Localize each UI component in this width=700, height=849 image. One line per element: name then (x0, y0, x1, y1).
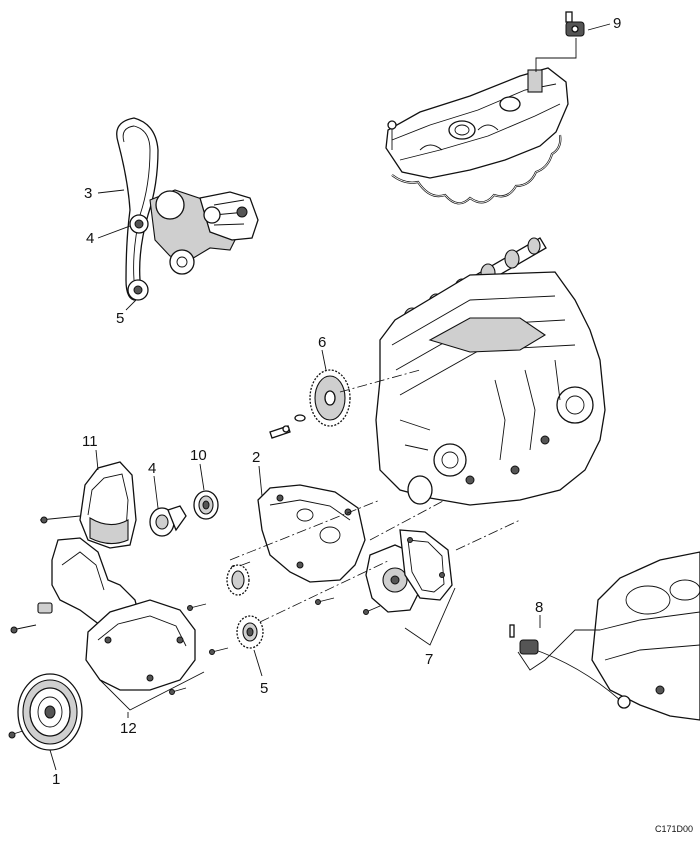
crank-sprocket-part-5 (236, 615, 264, 649)
figure-code: C171D00 (655, 824, 693, 834)
crankshaft-gear (226, 564, 250, 596)
callout-5-lower: 5 (260, 680, 268, 697)
camshaft-gear-part-6 (269, 369, 351, 439)
callout-1: 1 (52, 771, 60, 788)
inner-timing-cover-part-2 (229, 484, 381, 583)
leader-lines (49, 189, 327, 771)
callout-12: 12 (120, 720, 137, 737)
idler-pulley-part-10 (193, 490, 219, 520)
callout-10: 10 (190, 447, 207, 464)
callout-4-upper: 4 (86, 230, 94, 247)
callout-4-lower: 4 (148, 460, 156, 477)
lower-timing-cover-part-12 (37, 537, 205, 711)
upper-timing-cover-part-11 (39, 461, 137, 549)
callout-7: 7 (425, 651, 433, 668)
callout-labels: 1 2 3 4 4 5 5 6 7 8 9 10 11 12 C171D00 (52, 15, 693, 834)
sensor-part-9 (535, 11, 611, 72)
tensioner-part-4 (149, 505, 187, 537)
water-pump-part-7 (365, 529, 456, 646)
callout-9: 9 (613, 15, 621, 32)
timing-belt-assembly (116, 117, 259, 301)
callout-3: 3 (84, 185, 92, 202)
callout-2: 2 (252, 449, 260, 466)
callout-5-upper: 5 (116, 310, 124, 327)
callout-11: 11 (82, 433, 98, 450)
engine-block (375, 271, 606, 506)
alignment-lines (259, 369, 521, 623)
callout-8: 8 (535, 599, 543, 616)
sensor-part-8 (509, 615, 631, 709)
crankshaft-pulley-part-1 (17, 673, 83, 751)
cylinder-head-cover (385, 67, 569, 205)
engine-block-lower (591, 551, 700, 721)
callout-6: 6 (318, 334, 326, 351)
